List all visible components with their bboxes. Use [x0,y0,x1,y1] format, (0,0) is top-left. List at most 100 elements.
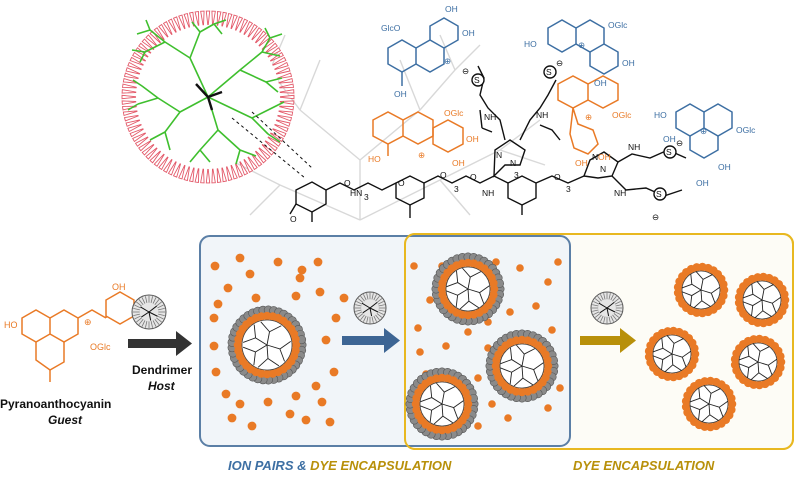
pink-periphery-wedge [234,161,244,178]
label-oglc-chain-left: OGlc [444,108,464,118]
pink-periphery-wedge [211,166,216,184]
free-dye [285,409,295,419]
label-ho-top-right: HO [524,39,537,49]
host-icon-spoke [378,304,385,307]
pink-periphery-wedge [263,139,278,152]
host-icon-spoke [134,315,141,320]
label-nh-4: NH [614,188,626,198]
pink-periphery-wedge [183,164,191,182]
label-glco-top-left: GlcO [381,23,401,33]
pink-periphery-wedge [230,163,238,180]
pink-periphery-wedge [123,114,141,122]
complex-branches [738,343,778,381]
free-dye [295,273,305,283]
guest-label-oglc: OGlc [90,342,111,352]
complex-branches [742,281,782,319]
free-dye [410,262,418,270]
label-plus-chain-left: ⊕ [418,150,425,160]
free-dye [474,374,482,382]
pink-periphery-wedge [270,56,287,67]
label-o-5: O [554,172,561,182]
complex-branches [500,344,544,387]
host-icon-spoke [133,308,140,311]
pink-periphery-wedge [188,11,195,29]
free-dye [315,287,325,297]
label-repeat-2: 3 [454,184,459,194]
label-oglc-right: OGlc [736,125,756,135]
pink-periphery-wedge [138,42,153,55]
host-icon-spoke [613,313,620,318]
label-repeat-1: 3 [364,192,369,202]
pink-periphery-wedge [188,165,195,183]
chain-pyranoanthocyanin-left [372,111,464,156]
pink-periphery-wedge [158,23,170,40]
bound-dye [291,335,300,344]
dendrimer-zoom-line-1 [231,117,306,179]
bound-dye [689,343,699,353]
pink-periphery-wedge [230,14,238,31]
host-icon-spoke [355,309,362,312]
host-icon-spoke [373,315,377,322]
pink-periphery-wedge [225,164,233,182]
free-dye [223,283,233,293]
pink-periphery-wedge [276,77,294,84]
complex-branches [420,382,464,425]
host-icon-spoke [594,298,601,303]
host-icon-spoke [141,320,146,327]
label-oh-chain-right-2: OH [598,152,611,162]
pink-periphery-wedge [178,163,186,180]
pink-periphery-wedge [274,119,291,127]
free-dye [442,342,450,350]
free-dye [210,261,220,271]
label-plus-top-left: ⊕ [444,56,451,66]
host-icon-spoke [150,321,153,328]
host-icon-spoke [366,293,369,300]
host-icon-spoke [371,316,374,323]
host-icon-spoke [593,311,600,315]
label-o-3: O [440,170,447,180]
pink-periphery-wedge [132,51,148,63]
free-dye [211,367,221,377]
label-oh-chain-left-2: OH [452,158,465,168]
free-dye [325,417,335,427]
label-oh-right-1: OH [663,134,676,144]
pink-periphery-wedge [172,16,182,33]
host-icon-spoke [158,313,165,316]
pink-periphery-wedge [253,149,267,164]
label-o-2: O [398,178,405,188]
dendrimer-pink-periphery [121,10,295,184]
pink-periphery-wedge [268,51,284,63]
host-icon-spoke [355,304,362,307]
host-icon-spoke [615,304,622,307]
panel-right-outline [404,233,794,450]
host-icon-spoke [597,295,602,302]
pink-periphery-wedge [122,110,140,117]
free-dye [329,367,339,377]
complex-branches [242,321,291,368]
free-dye [263,397,273,407]
free-dye [235,253,245,263]
pink-periphery-wedge [123,72,141,80]
host-icon-spoke [156,317,162,323]
host-icon-spoke [152,320,157,327]
dendrimer-complex [485,329,559,403]
host-icon-spoke [610,294,614,301]
pink-periphery-wedge [265,135,282,147]
free-anthocyanin-right [675,103,733,159]
host-icon-spoke [377,311,384,315]
caption-dye-encapsulation: DYE ENCAPSULATION [573,458,715,473]
free-dye [464,328,472,336]
label-plus-top-right: ⊕ [578,40,585,50]
guest-molecule [21,291,135,382]
chemical-structure: GlcO OH OH OH ⊕ OGlc HO OH OH ⊕ HO OGlc … [289,4,756,224]
pink-periphery-wedge [274,67,291,75]
dendrimer-complex [431,252,505,326]
pink-periphery-wedge [276,110,294,117]
label-s-4: S [656,189,662,199]
free-anthocyanin-top-left [387,17,459,86]
host-icon-spoke [593,301,600,305]
host-icon-branches [361,302,379,317]
free-dye [321,335,331,345]
label-s-1: S [474,75,480,85]
pink-periphery-wedge [178,14,186,31]
